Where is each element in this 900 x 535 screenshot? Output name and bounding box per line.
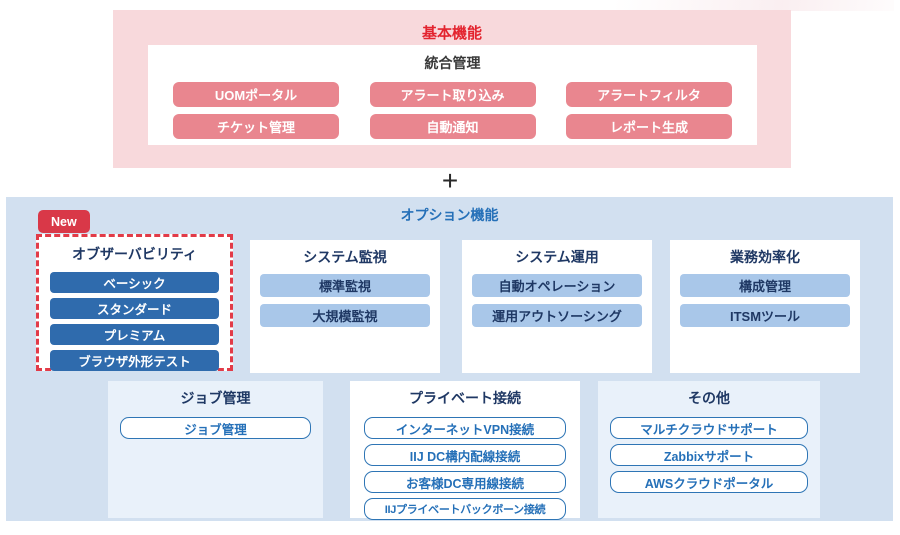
- feature-aws-cloud-portal: AWSクラウドポータル: [610, 471, 808, 493]
- feature-internet-vpn: インターネットVPN接続: [364, 417, 566, 439]
- feature-alert-filter: アラートフィルタ: [566, 82, 732, 107]
- feature-obs-premium: プレミアム: [50, 324, 219, 345]
- feature-customer-dc-line: お客様DC専用線接続: [364, 471, 566, 493]
- feature-multicloud-support: マルチクラウドサポート: [610, 417, 808, 439]
- option-functions-section: オプション機能 New オブザーバビリティ ベーシック スタンダード プレミアム…: [6, 197, 893, 521]
- panel-observability-title: オブザーバビリティ: [71, 246, 198, 262]
- feature-report-generation: レポート生成: [566, 114, 732, 139]
- feature-obs-basic: ベーシック: [50, 272, 219, 293]
- panel-private-connection: プライベート接続 インターネットVPN接続 IIJ DC構内配線接続 お客様DC…: [350, 381, 580, 520]
- feature-standard-monitoring: 標準監視: [260, 274, 430, 297]
- plus-connector: +: [441, 165, 459, 196]
- option-functions-title: オプション機能: [400, 207, 499, 223]
- feature-iij-private-backbone: IIJプライベートバックボーン接続: [364, 498, 566, 520]
- panel-system-operation-title: システム運用: [515, 249, 599, 265]
- basic-functions-section: 基本機能 統合管理 UOMポータル アラート取り込み アラートフィルタ チケット…: [113, 10, 791, 168]
- feature-job-management: ジョブ管理: [120, 417, 311, 439]
- basic-functions-title: 基本機能: [421, 25, 482, 42]
- panel-system-monitoring: システム監視 標準監視 大規模監視: [250, 240, 440, 373]
- panel-observability: オブザーバビリティ ベーシック スタンダード プレミアム ブラウザ外形テスト: [36, 234, 233, 371]
- feature-obs-standard: スタンダード: [50, 298, 219, 319]
- feature-iij-dc-wiring: IIJ DC構内配線接続: [364, 444, 566, 466]
- feature-auto-operation: 自動オペレーション: [472, 274, 642, 297]
- feature-auto-notification: 自動通知: [369, 114, 536, 139]
- feature-uom-portal: UOMポータル: [173, 82, 339, 107]
- feature-itsm-tool: ITSMツール: [680, 304, 850, 327]
- panel-system-operation: システム運用 自動オペレーション 運用アウトソーシング: [462, 240, 652, 373]
- panel-others: その他 マルチクラウドサポート Zabbixサポート AWSクラウドポータル: [598, 381, 820, 518]
- feature-zabbix-support: Zabbixサポート: [610, 444, 808, 466]
- panel-business-efficiency: 業務効率化 構成管理 ITSMツール: [670, 240, 860, 373]
- background-artifact: [614, 0, 894, 11]
- panel-job-management: ジョブ管理 ジョブ管理: [108, 381, 323, 518]
- integrated-management-title: 統合管理: [424, 55, 481, 71]
- new-badge: New: [38, 210, 90, 233]
- feature-configuration-management: 構成管理: [680, 274, 850, 297]
- feature-large-scale-monitoring: 大規模監視: [260, 304, 430, 327]
- panel-business-efficiency-title: 業務効率化: [730, 249, 800, 265]
- integrated-management-panel: 統合管理 UOMポータル アラート取り込み アラートフィルタ チケット管理 自動…: [148, 45, 757, 145]
- feature-obs-browser-synthetic-test: ブラウザ外形テスト: [50, 350, 219, 371]
- feature-operation-outsourcing: 運用アウトソーシング: [472, 304, 642, 327]
- basic-feature-grid: UOMポータル アラート取り込み アラートフィルタ チケット管理 自動通知 レポ…: [148, 73, 757, 139]
- panel-system-monitoring-title: システム監視: [303, 249, 387, 265]
- feature-alert-ingest: アラート取り込み: [369, 82, 536, 107]
- feature-ticket-management: チケット管理: [173, 114, 339, 139]
- panel-job-management-title: ジョブ管理: [180, 390, 251, 406]
- panel-private-connection-title: プライベート接続: [409, 390, 521, 406]
- panel-others-title: その他: [688, 390, 730, 406]
